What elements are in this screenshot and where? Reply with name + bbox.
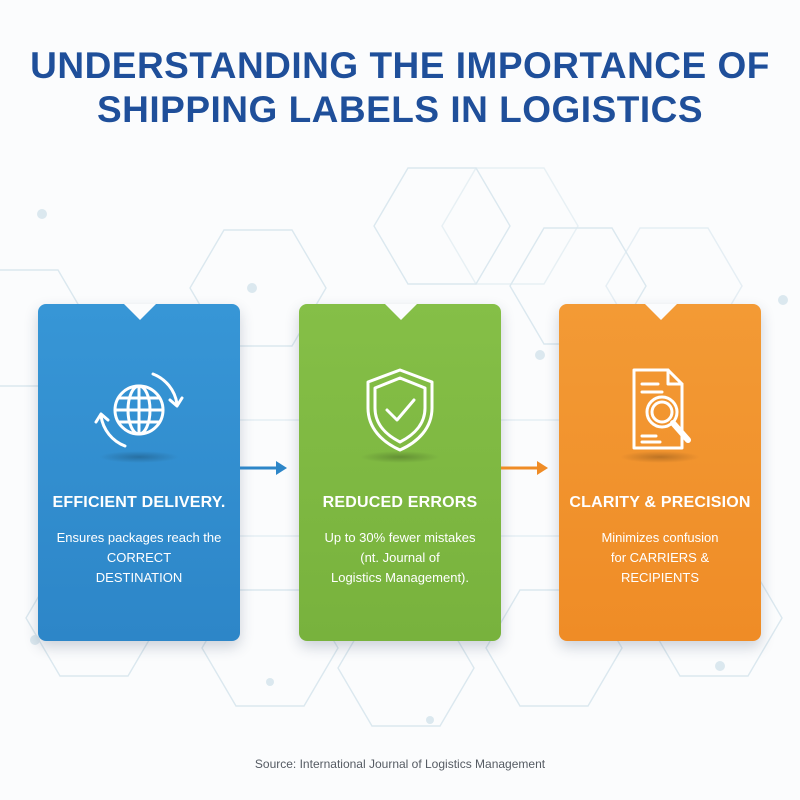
document-magnifier-icon <box>559 360 761 460</box>
title-line-1: UNDERSTANDING THE IMPORTANCE OF <box>30 45 770 86</box>
title-line-2: SHIPPING LABELS IN LOGISTICS <box>96 89 704 130</box>
arrow-right-icon <box>501 461 548 475</box>
card-title: CLARITY & PRECISION <box>569 494 751 511</box>
icon-shadow <box>620 451 700 463</box>
card-description-line: Ensures packages reach the <box>56 530 222 545</box>
card-description-line: for CARRIERS & <box>610 550 710 565</box>
card-title: REDUCED ERRORS <box>322 494 478 511</box>
card-description: Minimizes confusion for CARRIERS & RECIP… <box>567 528 753 588</box>
arrow-right-icon <box>240 461 287 475</box>
card-efficient-delivery: EFFICIENT DELIVERY. Ensures packages rea… <box>38 304 240 641</box>
card-clarity-precision: CLARITY & PRECISION Minimizes confusion … <box>559 304 761 641</box>
shield-check-icon <box>299 360 501 460</box>
card-description-line: Minimizes confusion <box>601 530 719 545</box>
icon-shadow <box>99 451 179 463</box>
icon-shadow <box>360 451 440 463</box>
card-description: Ensures packages reach the CORRECT DESTI… <box>46 528 232 588</box>
card-description: Up to 30% fewer mistakes (nt. Journal of… <box>307 528 493 588</box>
card-description-line: Up to 30% fewer mistakes <box>324 530 476 545</box>
card-reduced-errors: REDUCED ERRORS Up to 30% fewer mistakes … <box>299 304 501 641</box>
card-description-line: RECIPIENTS <box>620 570 699 585</box>
card-description-line: DESTINATION <box>95 570 183 585</box>
page-title: UNDERSTANDING THE IMPORTANCE OF SHIPPING… <box>0 44 800 132</box>
card-description-line: CORRECT <box>106 550 172 565</box>
card-notch <box>645 304 677 320</box>
card-description-line: Logistics Management). <box>330 570 469 585</box>
card-notch <box>124 304 156 320</box>
card-title: EFFICIENT DELIVERY. <box>52 494 226 511</box>
card-description-line: (nt. Journal of <box>360 550 440 565</box>
globe-with-arrows-icon <box>38 360 240 460</box>
card-notch <box>385 304 417 320</box>
source-citation: Source: International Journal of Logisti… <box>254 757 546 771</box>
